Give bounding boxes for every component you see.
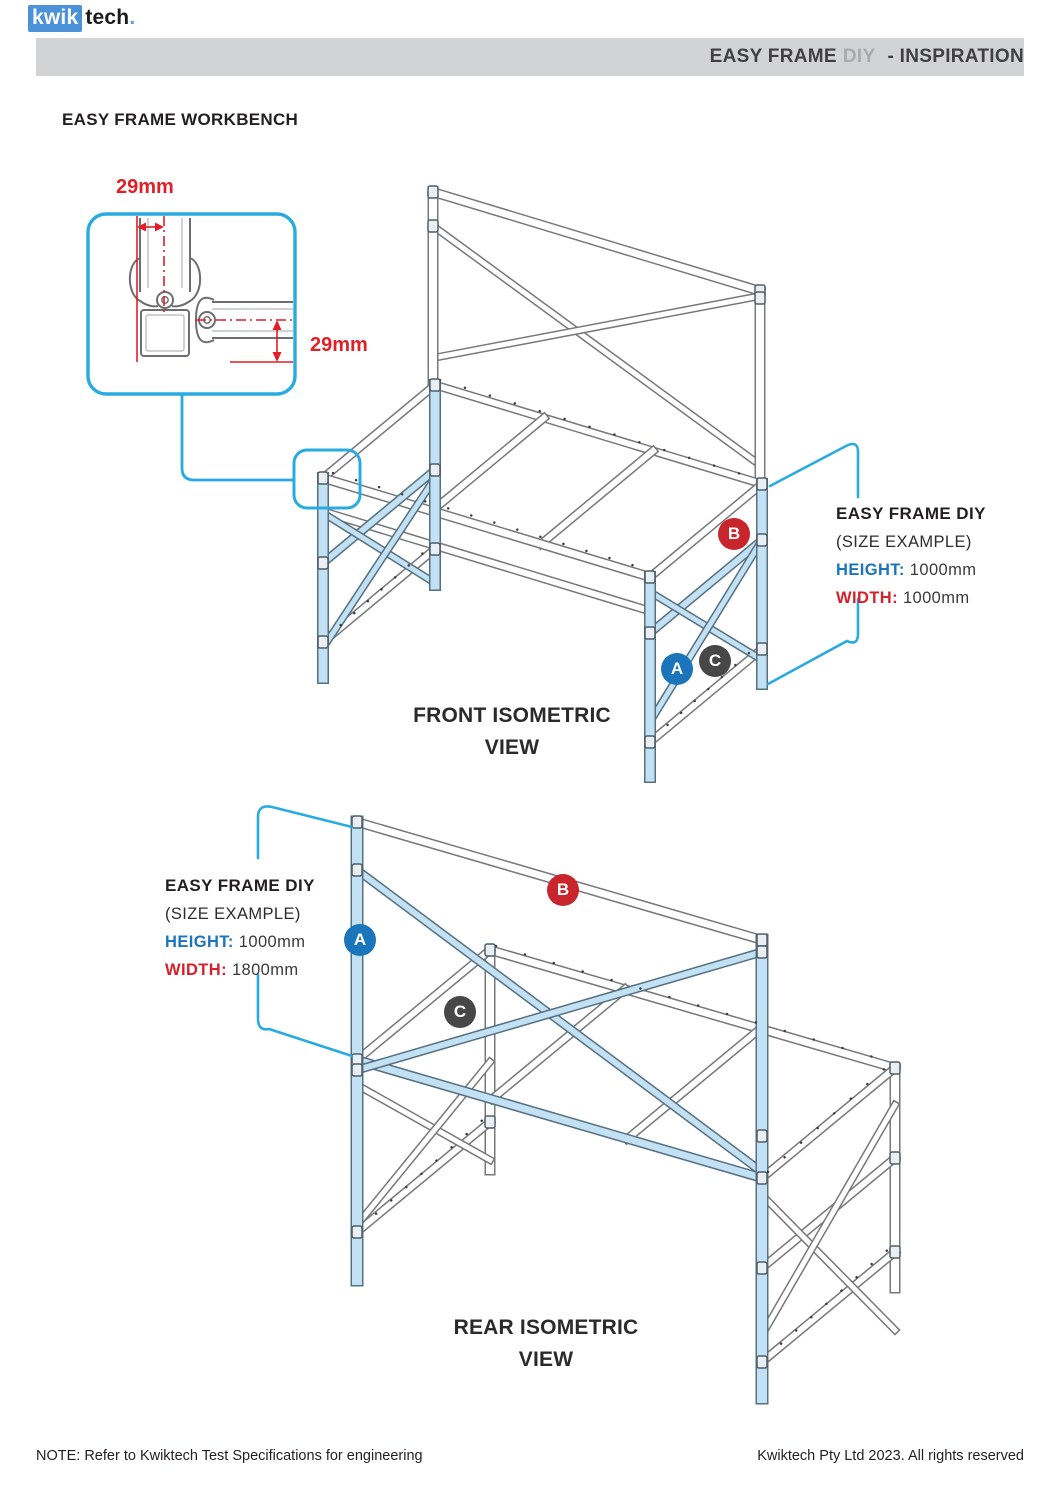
logo-kwik: kwik [28,5,83,32]
footer-note: NOTE: Refer to Kwiktech Test Specificati… [36,1448,423,1464]
header-title-main: EASY FRAME [709,46,837,67]
rear-label-c: C [444,996,476,1028]
header-title-diy: DIY [842,46,876,67]
rear-annotation-height: HEIGHT: 1000mm [165,933,306,951]
front-view-title: FRONT ISOMETRIC VIEW [382,700,642,764]
logo-dot: . [129,6,136,29]
front-annotation-width: WIDTH: 1000mm [836,589,970,607]
rear-view-title-line2: VIEW [518,1348,574,1371]
rear-frame-drawing [350,815,902,1405]
front-label-c: C [699,645,731,677]
detail-callout-drawing [86,212,362,510]
front-annotation-height: HEIGHT: 1000mm [836,561,977,579]
header-title-tail: - INSPIRATION [887,46,1024,67]
dimension-29mm-top: 29mm [116,176,174,198]
front-annotation-leader [766,442,860,686]
rear-annotation-width: WIDTH: 1800mm [165,961,299,979]
front-view-title-line2: VIEW [484,736,540,759]
rear-annotation-leader [256,805,354,1058]
page-title: EASY FRAME WORKBENCH [62,110,299,129]
rear-label-a: A [344,924,376,956]
rear-annotation-title: EASY FRAME DIY [165,876,315,895]
footer-copyright: Kwiktech Pty Ltd 2023. All rights reserv… [757,1448,1024,1464]
front-size-annotation: EASY FRAME DIY (SIZE EXAMPLE) HEIGHT: 10… [836,500,986,612]
rear-size-annotation: EASY FRAME DIY (SIZE EXAMPLE) HEIGHT: 10… [165,872,315,984]
front-frame-drawing [316,185,769,783]
front-annotation-title: EASY FRAME DIY [836,504,986,523]
front-view-title-line1: FRONT ISOMETRIC [413,704,611,727]
front-annotation-subtitle: (SIZE EXAMPLE) [836,533,972,551]
header-title: EASY FRAME DIY - INSPIRATION [710,38,1024,76]
rear-view-title-line1: REAR ISOMETRIC [453,1316,639,1339]
rear-annotation-subtitle: (SIZE EXAMPLE) [165,905,301,923]
dimension-29mm-right: 29mm [310,334,368,356]
rear-label-b: B [547,874,579,906]
header-bar [36,38,1024,76]
front-label-b: B [718,518,750,550]
front-label-a: A [661,653,693,685]
rear-view-title: REAR ISOMETRIC VIEW [416,1312,676,1376]
logo-tech: tech. [85,6,136,29]
